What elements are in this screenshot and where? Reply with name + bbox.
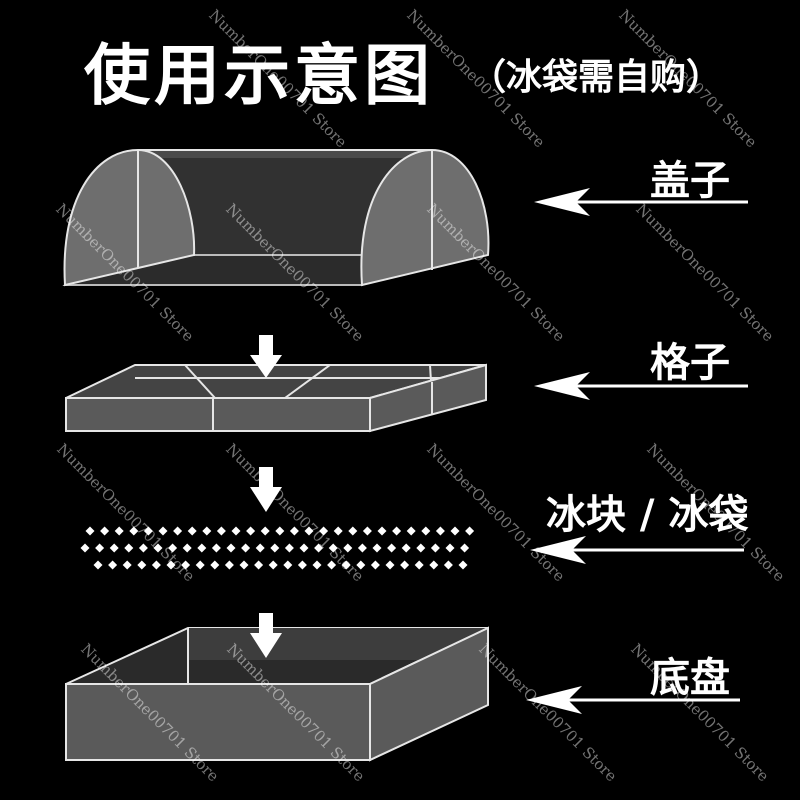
ice-cube-icon [108, 560, 118, 570]
ice-cube-icon [124, 543, 134, 553]
tray-illustration [65, 626, 489, 762]
ice-cube-icon [443, 560, 453, 570]
ice-cube-icon [216, 526, 226, 536]
ice-cube-icon [85, 526, 95, 536]
ice-cube-icon [406, 526, 416, 536]
ice-cube-icon [181, 560, 191, 570]
ice-cube-icon [187, 526, 197, 536]
ice-cube-icon [283, 560, 293, 570]
ice-cube-icon [100, 526, 110, 536]
lid-illustration [62, 148, 490, 287]
ice-cube-icon [268, 560, 278, 570]
ice-cube-icon [109, 543, 119, 553]
down-arrow-icon [250, 467, 282, 512]
ice-cube-icon [153, 543, 163, 553]
ice-cube-icon [202, 526, 212, 536]
ice-cube-icon [143, 526, 153, 536]
ice-cube-icon [129, 526, 139, 536]
ice-cube-icon [356, 560, 366, 570]
down-arrow-icon [250, 335, 282, 378]
ice-cube-icon [166, 560, 176, 570]
ice-cube-icon [348, 526, 358, 536]
ice-cube-icon [254, 560, 264, 570]
ice-cube-icon [197, 543, 207, 553]
left-arrow-icon [526, 686, 740, 714]
ice-cube-icon [284, 543, 294, 553]
ice-cube-icon [458, 560, 468, 570]
ice-cube-icon [370, 560, 380, 570]
ice-cube-icon [392, 526, 402, 536]
diagram-subtitle: （冰袋需自购） [470, 57, 723, 98]
ice-cube-icon [151, 560, 161, 570]
ice-cube-icon [297, 560, 307, 570]
ice-cube-icon [239, 560, 249, 570]
ice-cube-icon [270, 543, 280, 553]
ice-cube-icon [304, 526, 314, 536]
ice-cube-icon [362, 526, 372, 536]
ice-cube-icon [387, 543, 397, 553]
ice-cube-icon [460, 543, 470, 553]
left-arrow-icon [534, 188, 748, 216]
ice-cube-icon [385, 560, 395, 570]
ice-cube-icon [465, 526, 475, 536]
ice-cube-icon [319, 526, 329, 536]
ice-cube-icon [343, 543, 353, 553]
diagram-title: 使用示意图 [84, 37, 434, 114]
ice-cube-icon [241, 543, 251, 553]
ice-cube-icon [138, 543, 148, 553]
ice-cube-icon [333, 526, 343, 536]
ice-cube-icon [226, 543, 236, 553]
ice-cube-icon [372, 543, 382, 553]
ice-cube-icon [289, 526, 299, 536]
ice-cube-icon [255, 543, 265, 553]
ice-cube-icon [357, 543, 367, 553]
ice-cube-icon [211, 543, 221, 553]
ice-cube-icon [328, 543, 338, 553]
ice-cube-icon [429, 560, 439, 570]
ice-cube-icon [246, 526, 256, 536]
ice-cubes-illustration [80, 526, 475, 570]
ice-cube-icon [435, 526, 445, 536]
ice-cube-icon [260, 526, 270, 536]
ice-cube-icon [275, 526, 285, 536]
ice-cube-icon [312, 560, 322, 570]
ice-cube-icon [314, 543, 324, 553]
ice-cube-icon [401, 543, 411, 553]
ice-cube-icon [182, 543, 192, 553]
ice-cube-icon [430, 543, 440, 553]
tray-label: 底盘 [650, 655, 730, 701]
ice-label: 冰块 / 冰袋 [546, 492, 749, 538]
ice-cube-icon [173, 526, 183, 536]
ice-cube-icon [195, 560, 205, 570]
ice-cube-icon [80, 543, 90, 553]
down-arrow-icon [250, 613, 282, 658]
ice-cube-icon [341, 560, 351, 570]
lid-label: 盖子 [650, 158, 730, 204]
grid-illustration [65, 363, 487, 433]
ice-cube-icon [168, 543, 178, 553]
ice-cube-icon [299, 543, 309, 553]
grid-label: 格子 [650, 340, 730, 386]
ice-cube-icon [421, 526, 431, 536]
ice-cube-icon [158, 526, 168, 536]
ice-cube-icon [377, 526, 387, 536]
ice-cube-icon [210, 560, 220, 570]
ice-cube-icon [93, 560, 103, 570]
ice-cube-icon [416, 543, 426, 553]
ice-cube-icon [224, 560, 234, 570]
ice-cube-icon [114, 526, 124, 536]
ice-cube-icon [450, 526, 460, 536]
ice-cube-icon [414, 560, 424, 570]
ice-cube-icon [327, 560, 337, 570]
left-arrow-icon [530, 536, 744, 564]
ice-cube-icon [231, 526, 241, 536]
left-arrow-icon [534, 372, 748, 400]
ice-cube-icon [95, 543, 105, 553]
ice-cube-icon [445, 543, 455, 553]
ice-cube-icon [137, 560, 147, 570]
ice-cube-icon [400, 560, 410, 570]
ice-cube-icon [122, 560, 132, 570]
